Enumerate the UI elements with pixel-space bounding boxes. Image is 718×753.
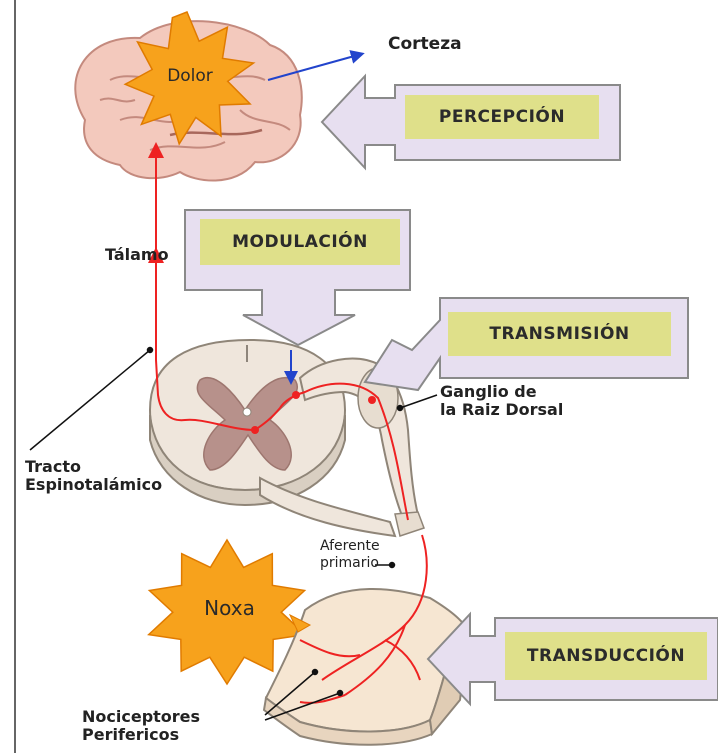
noxa-label: Noxa bbox=[182, 592, 277, 624]
tracto-label: Tracto Espinotalámico bbox=[25, 458, 162, 495]
ganglio-label: Ganglio de la Raiz Dorsal bbox=[440, 383, 563, 420]
percepcion-label: PERCEPCIÓN bbox=[405, 95, 599, 139]
talamo-label: Tálamo bbox=[105, 246, 169, 264]
corteza-label: Corteza bbox=[388, 35, 462, 55]
dolor-label: Dolor bbox=[140, 62, 240, 90]
modulacion-label: MODULACIÓN bbox=[200, 219, 400, 265]
transduccion-label: TRANSDUCCIÓN bbox=[505, 632, 707, 680]
transmision-label: TRANSMISIÓN bbox=[448, 312, 671, 356]
aferente-label: Aferente primario bbox=[320, 538, 380, 572]
nociceptores-label: Nociceptores Perifericos bbox=[82, 708, 200, 745]
